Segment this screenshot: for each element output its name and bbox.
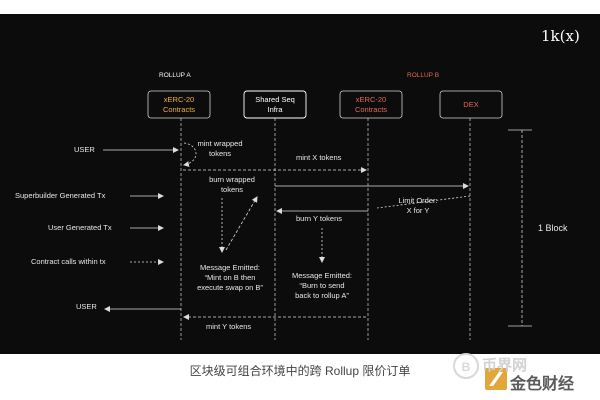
msg-burn-wrapped-line1: burn wrapped [209,175,255,184]
watermark-coin-glyph: B [462,360,471,374]
msg-mint-wrapped: mint wrapped tokens [190,139,250,159]
actor-box-shared [243,90,307,119]
msg-emitted-a-line3: execute swap on B” [197,283,263,292]
actor-xerc-a-line1: xERC-20 [163,95,195,104]
legend-user-generated: User Generated Tx [48,223,112,232]
msg-mint-wrapped-line1: mint wrapped [197,139,243,148]
msg-emitted-b-line1: Message Emitted: [291,271,353,280]
diagram-panel [0,14,600,354]
actor-xerc-a-label: xERC-20 Contracts [148,95,210,115]
brand-logo: 1k(x) [541,27,580,45]
msg-limit-order-line1: Limit Order: [398,196,438,205]
legend-superbuilder: Superbuilder Generated Tx [15,191,106,200]
legend-contract-calls: Contract calls within tx [31,257,106,266]
msg-burn-y: burn Y tokens [296,214,343,223]
msg-emitted-a-line1: Message Emitted: [199,263,261,272]
block-label: 1 Block [538,223,568,233]
msg-emitted-a: Message Emitted: “Mint on B then execute… [187,263,273,293]
legend-user-top: USER [74,145,95,154]
actor-xerc-a-line2: Contracts [162,105,196,114]
rollup-a-label: ROLLUP A [159,72,191,79]
msg-limit-order: Limit Order: X for Y [388,196,448,216]
actor-box-dex [439,90,503,119]
actor-xerc-b-line2: Contracts [354,105,388,114]
watermark-text-2: 金色财经 [510,376,575,393]
actor-box-xerc-a [147,90,211,119]
msg-emitted-b-line3: back to rollup A” [295,291,349,300]
msg-emitted-a-line2: “Mint on B then [204,273,256,282]
msg-burn-wrapped: burn wrapped tokens [202,175,262,195]
mint-wrapped-loop [183,142,197,168]
msg-mint-y: mint Y tokens [206,322,252,331]
msg-burn-wrapped-line2: tokens [220,185,244,194]
actor-xerc-b-line1: xERC-20 [355,95,387,104]
watermark-coin-icon [453,353,479,379]
msg-emitted-b-line2: “Burn to send [299,281,345,290]
rollup-b-label: ROLLUP B [407,72,440,79]
legend-user-bottom: USER [76,302,97,311]
msg-limit-order-line2: X for Y [406,206,430,215]
msg-mint-x: mint X tokens [296,153,342,162]
watermark-text-1: 币界网 [482,357,528,374]
actor-dex-label: DEX [463,100,479,109]
figure-caption: 区块级可组合环境中的跨 Rollup 限价订单 [189,364,411,378]
actor-shared-label: Shared Seq Infra [244,95,306,115]
msg-emitted-b: Message Emitted: “Burn to send back to r… [283,271,361,301]
actor-shared-line1: Shared Seq [255,95,295,104]
actor-shared-line2: Infra [267,105,283,114]
burn-wrapped-arrow [225,196,258,251]
watermark-logo-glyph [489,372,503,386]
msg-mint-wrapped-line2: tokens [208,149,232,158]
actor-box-xerc-b [339,90,403,119]
actor-xerc-b-label: xERC-20 Contracts [340,95,402,115]
